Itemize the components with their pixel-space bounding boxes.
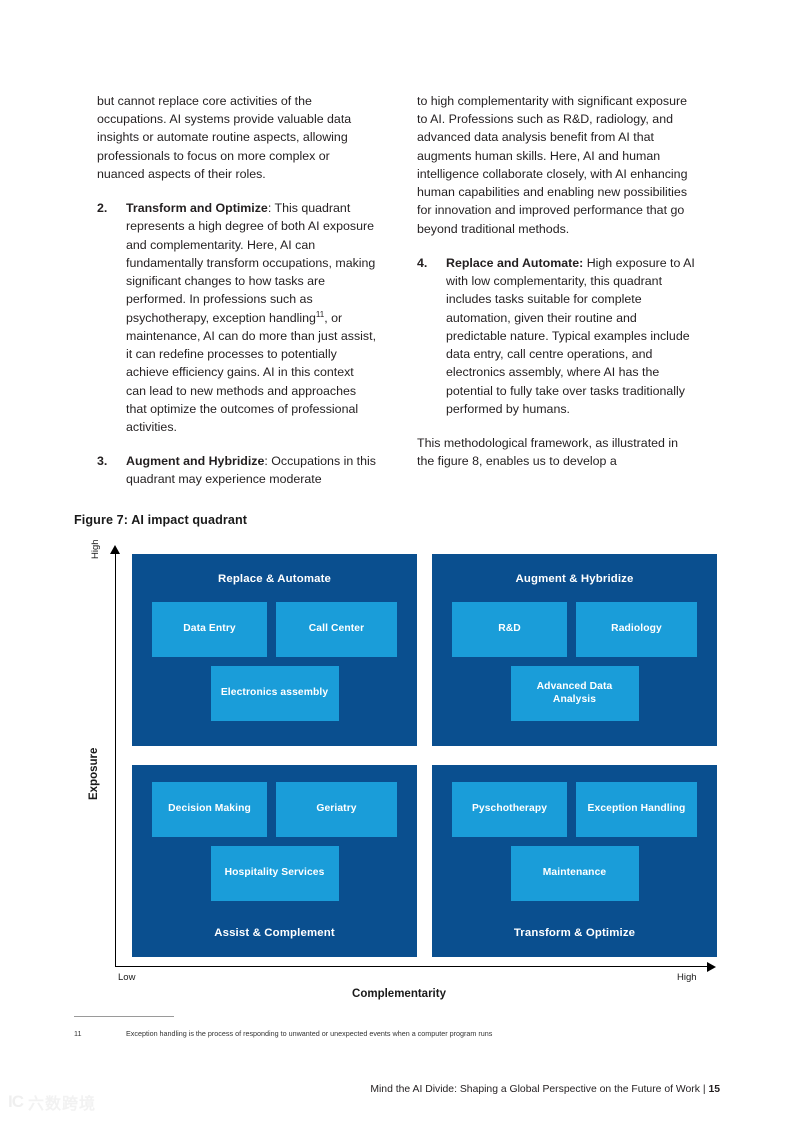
quadrant-replace-and-automate[interactable]: Replace & Automate Data Entry Call Cente… bbox=[132, 554, 417, 746]
right-column: to high complementarity with significant… bbox=[417, 92, 697, 470]
figure-caption: Figure 7: AI impact quadrant bbox=[74, 513, 248, 527]
footnote-text: Exception handling is the process of res… bbox=[126, 1029, 493, 1038]
list-item-body: Occupations in this quadrant may experie… bbox=[126, 454, 376, 487]
occupation-chip[interactable]: Advanced Data Analysis bbox=[510, 666, 639, 721]
quadrant-label: Replace & Automate bbox=[217, 573, 332, 585]
quadrant-label: Transform & Optimize bbox=[513, 927, 636, 939]
y-axis-title: Exposure bbox=[88, 747, 100, 800]
x-axis-tick-high: High bbox=[677, 972, 697, 983]
list-item-augment-and-hybridize: 3. Augment and Hybridize: Occupations in… bbox=[97, 452, 377, 488]
occupation-chip[interactable]: Radiology bbox=[576, 602, 697, 657]
paragraph-intro-right: to high complementarity with significant… bbox=[417, 94, 688, 236]
quadrant-assist-and-complement[interactable]: Decision Making Geriatry Hospitality Ser… bbox=[132, 765, 417, 957]
footer-title: Mind the AI Divide: Shaping a Global Per… bbox=[370, 1084, 700, 1095]
footnote-divider bbox=[74, 1016, 174, 1017]
quadrant-occupation-chips: R&D Radiology Advanced Data Analysis bbox=[452, 602, 697, 721]
list-item-replace-and-automate: 4. Replace and Automate: High exposure t… bbox=[417, 254, 697, 418]
list-number: 2. bbox=[97, 201, 108, 216]
y-axis-arrow-icon bbox=[110, 545, 120, 554]
quadrant-grid: Replace & Automate Data Entry Call Cente… bbox=[132, 554, 717, 957]
watermark-logo-icon: IC bbox=[8, 1092, 24, 1111]
list-item-body: High exposure to AI with low complementa… bbox=[446, 255, 695, 416]
page-footer: Mind the AI Divide: Shaping a Global Per… bbox=[370, 1084, 720, 1095]
quadrant-label: Assist & Complement bbox=[214, 927, 335, 939]
ai-impact-quadrant-chart: High Exposure Low High Complementarity R… bbox=[74, 539, 724, 1000]
occupation-chip[interactable]: Data Entry bbox=[152, 602, 267, 657]
list-item-heading-separator: : bbox=[264, 454, 272, 469]
y-axis-tick-high: High bbox=[90, 539, 101, 559]
x-axis-arrow-icon bbox=[707, 962, 716, 972]
list-item-heading: Transform and Optimize bbox=[126, 201, 268, 216]
list-item-heading-separator: : bbox=[267, 201, 275, 216]
occupation-chip[interactable]: Decision Making bbox=[152, 782, 267, 837]
x-axis-line bbox=[115, 966, 709, 967]
footer-page-number: 15 bbox=[708, 1084, 720, 1095]
footnote-marker-11[interactable]: 11 bbox=[315, 309, 325, 319]
occupation-chip[interactable]: Exception Handling bbox=[576, 782, 697, 837]
list-item-body-part2: , or maintenance, AI can do more than ju… bbox=[126, 310, 377, 434]
paragraph-closing-right: This methodological framework, as illust… bbox=[417, 435, 679, 469]
quadrant-occupation-chips: Pyschotherapy Exception Handling Mainten… bbox=[452, 782, 697, 901]
chip-row: R&D Radiology bbox=[452, 602, 697, 657]
occupation-chip[interactable]: R&D bbox=[452, 602, 567, 657]
watermark: IC 六数跨境 bbox=[8, 1090, 96, 1114]
footnote-number: 11 bbox=[74, 1029, 82, 1038]
list-item-heading: Replace and Automate: bbox=[446, 255, 584, 270]
occupation-chip[interactable]: Pyschotherapy bbox=[452, 782, 567, 837]
watermark-text: 六数跨境 bbox=[28, 1096, 97, 1113]
x-axis-tick-low: Low bbox=[118, 972, 136, 983]
quadrant-augment-and-hybridize[interactable]: Augment & Hybridize R&D Radiology Advanc… bbox=[432, 554, 717, 746]
occupation-chip[interactable]: Geriatry bbox=[276, 782, 397, 837]
occupation-chip[interactable]: Call Center bbox=[276, 602, 397, 657]
list-item-transform-and-optimize: 2. Transform and Optimize: This quadrant… bbox=[97, 199, 377, 436]
quadrant-label: Augment & Hybridize bbox=[515, 573, 634, 585]
paragraph-intro-left: but cannot replace core activities of th… bbox=[97, 94, 352, 181]
quadrant-occupation-chips: Decision Making Geriatry Hospitality Ser… bbox=[152, 782, 397, 901]
quadrant-transform-and-optimize[interactable]: Pyschotherapy Exception Handling Mainten… bbox=[432, 765, 717, 957]
x-axis-title: Complementarity bbox=[352, 988, 446, 1000]
occupation-chip[interactable]: Electronics assembly bbox=[210, 666, 339, 721]
list-item-heading: Augment and Hybridize bbox=[126, 454, 265, 469]
occupation-chip[interactable]: Maintenance bbox=[510, 846, 639, 901]
quadrant-occupation-chips: Data Entry Call Center Electronics assem… bbox=[152, 602, 397, 721]
chip-row: Data Entry Call Center bbox=[152, 602, 397, 657]
chip-row: Decision Making Geriatry bbox=[152, 782, 397, 837]
footer-separator: | bbox=[699, 1084, 709, 1095]
chip-row: Pyschotherapy Exception Handling bbox=[452, 782, 697, 837]
left-column: but cannot replace core activities of th… bbox=[97, 92, 377, 505]
occupation-chip[interactable]: Hospitality Services bbox=[210, 846, 339, 901]
list-number: 4. bbox=[417, 255, 428, 270]
y-axis-line bbox=[115, 551, 116, 966]
list-number: 3. bbox=[97, 454, 108, 469]
list-item-body-part1: This quadrant represents a high degree o… bbox=[126, 201, 376, 325]
